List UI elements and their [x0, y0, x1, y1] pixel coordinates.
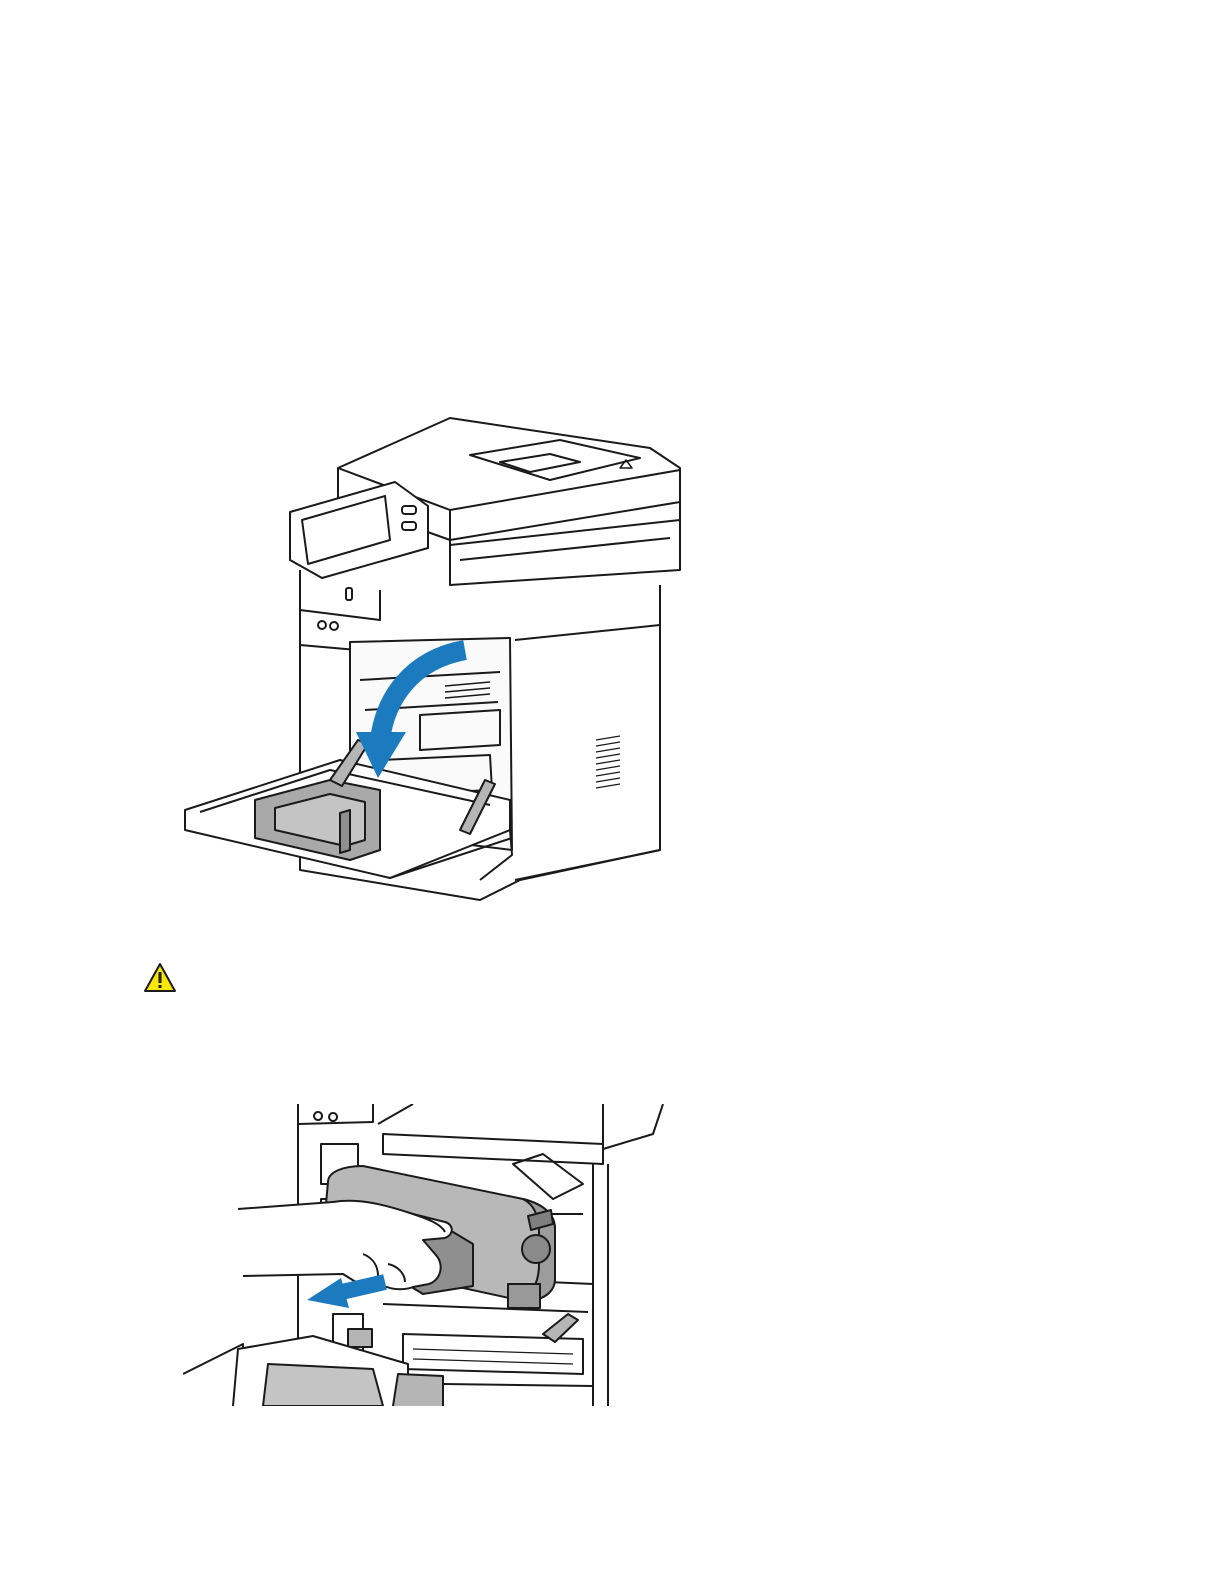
warning-triangle-icon — [143, 962, 177, 994]
toner-removal-figure — [183, 1104, 673, 1406]
caution-icon-wrapper — [143, 962, 177, 994]
printer-front-door-open-illustration — [180, 410, 692, 910]
printer-front-door-figure — [180, 410, 692, 910]
toner-cartridge-removal-illustration — [183, 1104, 673, 1406]
